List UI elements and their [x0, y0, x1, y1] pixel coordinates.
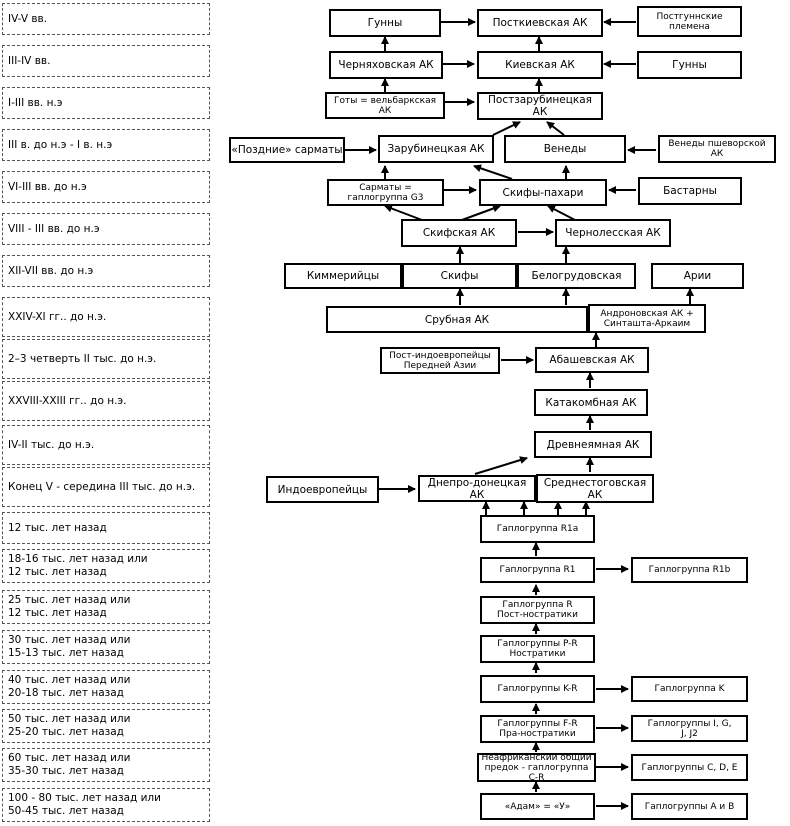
era-label: III-IV вв.	[2, 45, 210, 77]
node-igj: Гаплогруппы I, G, J, J2	[631, 715, 748, 742]
era-label: 50 тыс. лет назад или 25-20 тыс. лет наз…	[2, 709, 210, 743]
node-chernyakhov: Черняховская АК	[329, 51, 443, 79]
era-label: I-III вв. н.э	[2, 87, 210, 119]
connector-arrow	[492, 121, 521, 136]
node-chernoles: Чернолесская АК	[555, 219, 671, 247]
era-label: 25 тыс. лет назад или 12 тыс. лет назад	[2, 590, 210, 624]
connector-arrow	[384, 204, 423, 221]
era-label: XXIV-XI гг.. до н.э.	[2, 297, 210, 337]
node-postkiev: Посткиевская АК	[477, 9, 603, 37]
node-nonafr: Неафриканский общий предок - гаплогруппа…	[477, 753, 596, 782]
node-dneprodon: Днепро-донецкая АК	[418, 475, 536, 502]
era-label: 60 тыс. лет назад или 35-30 тыс. лет наз…	[2, 748, 210, 782]
node-goty: Готы = вельбаркская АК	[325, 92, 445, 119]
node-kiev: Киевская АК	[477, 51, 603, 79]
node-adam: «Адам» = «У»	[480, 793, 595, 820]
connector-arrow	[473, 164, 513, 180]
node-skify-pahari: Скифы-пахари	[479, 179, 607, 206]
node-r-post: Гаплогруппа R Пост-ностратики	[480, 596, 595, 624]
node-postgunn-tribes: Постгуннские племена	[637, 6, 742, 37]
node-bastarny: Бастарны	[638, 177, 742, 205]
era-label: XII-VII вв. до н.э	[2, 255, 210, 287]
node-gunny-left: Гунны	[329, 9, 441, 37]
node-srednestog: Среднестоговская АК	[536, 474, 654, 503]
connector-arrow	[461, 204, 501, 221]
era-label: IV-V вв.	[2, 3, 210, 35]
era-label: 2–3 четверть II тыс. до н.э.	[2, 339, 210, 379]
era-label: 18-16 тыс. лет назад или 12 тыс. лет наз…	[2, 549, 210, 583]
node-drevneyam: Древнеямная АК	[534, 431, 652, 458]
node-kimmer: Киммерийцы	[284, 263, 402, 289]
node-cde: Гаплогруппы C, D, E	[631, 754, 748, 781]
node-late-sarmaty: «Поздние» сарматы	[229, 137, 345, 163]
node-sarmaty: Сарматы = гаплогруппа G3	[327, 179, 444, 206]
connector-arrow	[547, 205, 576, 221]
node-postzarub: Постзарубинецкая АК	[477, 92, 603, 120]
connector-arrow	[546, 121, 565, 136]
era-label: 100 - 80 тыс. лет назад или 50-45 тыс. л…	[2, 788, 210, 822]
era-label: Конец V - середина III тыс. до н.э.	[2, 467, 210, 507]
node-r1b: Гаплогруппа R1b	[631, 557, 748, 583]
node-post-ie: Пост-индоевропейцы Передней Азии	[380, 347, 500, 374]
connector-arrow	[474, 456, 528, 475]
node-srubnaya: Срубная АК	[326, 306, 588, 333]
node-kr: Гаплогруппы K-R	[480, 675, 595, 703]
era-label: IV-II тыс. до н.э.	[2, 425, 210, 465]
node-venedy-pshev: Венеды пшеворской АК	[658, 135, 776, 163]
node-skify: Скифы	[402, 263, 517, 289]
node-katakomb: Катакомбная АК	[534, 389, 648, 416]
era-label: III в. до н.э - I в. н.э	[2, 129, 210, 161]
era-label: 30 тыс. лет назад или 15-13 тыс. лет наз…	[2, 630, 210, 664]
node-ab: Гаплогруппы A и B	[631, 793, 748, 820]
node-venedy: Венеды	[504, 135, 626, 163]
era-label: VI-III вв. до н.э	[2, 171, 210, 203]
era-label: 40 тыс. лет назад или 20-18 тыс. лет наз…	[2, 670, 210, 704]
node-arii: Арии	[651, 263, 744, 289]
node-andronov: Андроновская АК + Синташта-Аркаим	[588, 304, 706, 333]
node-abashev: Абашевская АК	[535, 347, 649, 373]
node-k: Гаплогруппа K	[631, 676, 748, 702]
era-label: 12 тыс. лет назад	[2, 512, 210, 544]
node-indoevr: Индоевропейцы	[266, 476, 379, 503]
node-skif-ak: Скифская АК	[401, 219, 517, 247]
node-r1: Гаплогруппа R1	[480, 557, 595, 583]
era-label: VIII - III вв. до н.э	[2, 213, 210, 245]
era-label: XXVIII-XXIII гг.. до н.э.	[2, 381, 210, 421]
node-r1a: Гаплогруппа R1a	[480, 515, 595, 543]
node-fr: Гаплогруппы F-R Пра-ностратики	[480, 715, 595, 743]
node-belogrud: Белогрудовская	[517, 263, 636, 289]
node-gunny-right: Гунны	[637, 51, 742, 79]
node-pr-nostr: Гаплогруппы P-R Ностратики	[480, 635, 595, 663]
node-zarub: Зарубинецкая АК	[378, 135, 494, 163]
